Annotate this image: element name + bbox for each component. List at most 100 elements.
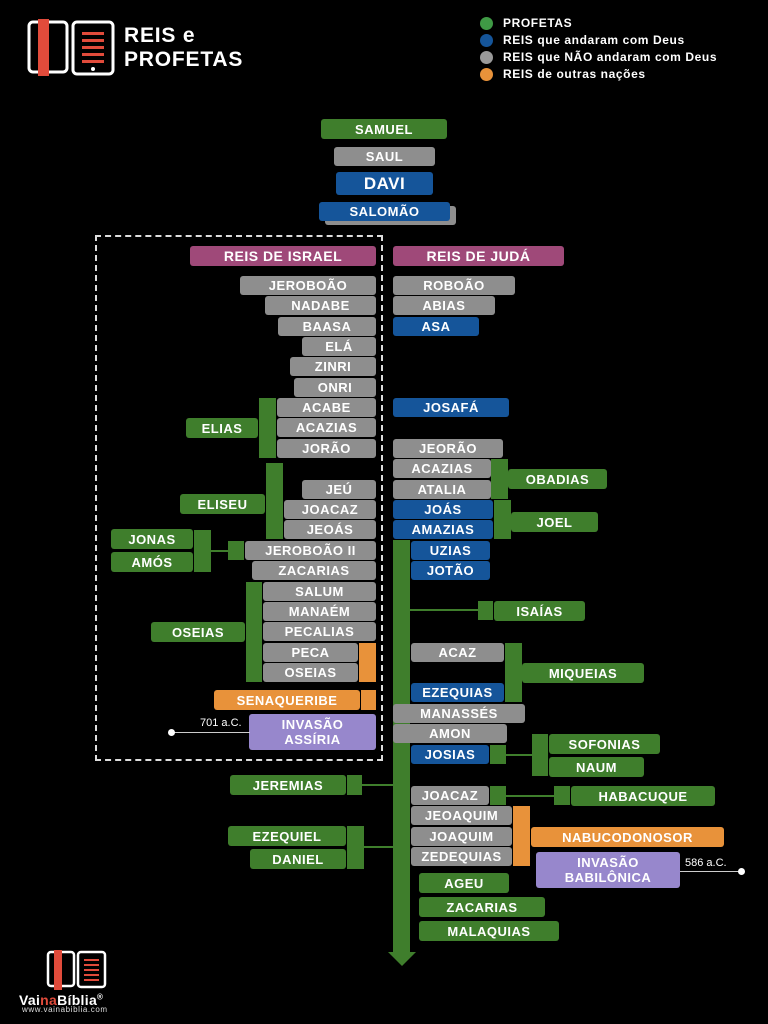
israel-acabe: ACABE	[277, 398, 376, 417]
juda-atalia: ATALIA	[393, 480, 491, 499]
israel-jeu: JEÚ	[302, 480, 376, 499]
juda-amon: AMON	[393, 724, 507, 743]
jeremias-tab	[347, 775, 362, 795]
brand-part-c: Bíblia	[57, 992, 98, 1008]
sofonias-naum-bracket	[532, 734, 548, 776]
legend-dot-blue-icon	[480, 33, 493, 47]
juda-josafa: JOSAFÁ	[393, 398, 509, 417]
jonas-amos-bracket	[194, 530, 211, 572]
jeremias-connector	[362, 784, 394, 786]
prophet-samuel: SAMUEL	[321, 119, 447, 139]
legend-label: REIS de outras nações	[503, 67, 646, 81]
assyria-orange-bar	[359, 643, 376, 682]
date-586-dot-icon	[738, 868, 745, 875]
legend-prophets: PROFETAS	[480, 16, 572, 30]
brand-part-b: na	[40, 992, 58, 1008]
juda-acaz: ACAZ	[411, 643, 504, 662]
israel-acazias: ACAZIAS	[277, 418, 376, 437]
israel-nadabe: NADABE	[265, 296, 376, 315]
juda-joas: JOÁS	[393, 500, 493, 519]
israel-frame	[95, 235, 383, 761]
legend-dot-orange-icon	[480, 67, 493, 81]
prophet-habacuque: HABACUQUE	[571, 786, 715, 806]
invasion-babilonica-line1: INVASÃO	[577, 855, 639, 870]
invasion-babilonica: INVASÃO BABILÔNICA	[536, 852, 680, 888]
juda-uzias: UZIAS	[411, 541, 490, 560]
footer-url: www.vainabiblia.com	[22, 1005, 108, 1014]
elias-bracket	[259, 398, 276, 458]
juda-asa: ASA	[393, 317, 479, 336]
prophet-daniel: DANIEL	[250, 849, 346, 869]
page-title-line2: PROFETAS	[124, 48, 244, 71]
juda-timeline-bar	[393, 540, 410, 955]
israel-manaem: MANAÉM	[263, 602, 376, 621]
prophet-zacarias: ZACARIAS	[419, 897, 545, 917]
juda-ezequias: EZEQUIAS	[411, 683, 504, 702]
invasion-babilonica-line2: BABILÔNICA	[564, 870, 652, 885]
prophet-obadias: OBADIAS	[508, 469, 607, 489]
prophet-ageu: AGEU	[419, 873, 509, 893]
israel-zinri: ZINRI	[290, 357, 376, 376]
prophet-jonas: JONAS	[111, 529, 193, 549]
juda-roboao: ROBOÃO	[393, 276, 515, 295]
date-586-line	[680, 871, 742, 872]
date-586: 586 a.C.	[685, 857, 727, 869]
prophet-eliseu: ELISEU	[180, 494, 265, 514]
prophet-elias: ELIAS	[186, 418, 258, 438]
legend-dot-green-icon	[480, 16, 493, 30]
foreign-nabucodonosor: NABUCODONOSOR	[531, 827, 724, 847]
joacaz-tab	[490, 786, 506, 805]
footer-brand: VainaBíblia®	[19, 992, 103, 1008]
juda-josias: JOSIAS	[411, 745, 489, 764]
brand-reg: ®	[97, 992, 104, 1002]
israel-jeoas: JEOÁS	[284, 520, 376, 539]
isaias-tab	[478, 601, 493, 620]
israel-zacarias: ZACARIAS	[252, 561, 376, 580]
ezequiel-daniel-bracket	[347, 826, 364, 869]
israel-baasa: BAASA	[278, 317, 376, 336]
prophet-oseias: OSEIAS	[151, 622, 245, 642]
juda-zedequias: ZEDEQUIAS	[411, 847, 512, 866]
header-israel: REIS DE ISRAEL	[190, 246, 376, 266]
juda-manasses: MANASSÉS	[393, 704, 525, 723]
legend-label: REIS que andaram com Deus	[503, 33, 685, 47]
ezequiel-daniel-connector	[363, 846, 394, 848]
habacuque-connector	[505, 795, 554, 797]
juda-jotao: JOTÃO	[411, 561, 490, 580]
prophet-naum: NAUM	[549, 757, 644, 777]
babylon-orange-bracket	[513, 806, 530, 866]
legend-label: PROFETAS	[503, 16, 573, 30]
prophet-isaias: ISAÍAS	[494, 601, 585, 621]
israel-salum: SALUM	[263, 582, 376, 601]
date-701-line	[172, 732, 250, 733]
israel-joacaz: JOACAZ	[284, 500, 376, 519]
king-davi: DAVI	[336, 172, 433, 195]
juda-joaquim: JOAQUIM	[411, 827, 512, 846]
israel-jorao: JORÃO	[277, 439, 376, 458]
footer-logo-icon	[46, 950, 108, 990]
oseias-bracket	[246, 582, 262, 682]
juda-abias: ABIAS	[393, 296, 495, 315]
senaqueribe-tab	[361, 690, 376, 710]
king-salomao: SALOMÃO	[319, 202, 450, 221]
foreign-senaqueribe: SENAQUERIBE	[214, 690, 360, 710]
habacuque-tab	[554, 786, 570, 805]
prophet-ezequiel: EZEQUIEL	[228, 826, 346, 846]
israel-ela: ELÁ	[302, 337, 376, 356]
prophet-joel: JOEL	[511, 512, 598, 532]
miqueias-bracket	[505, 643, 522, 702]
israel-jeroboao-ii: JEROBOÃO II	[245, 541, 376, 560]
timeline-arrow-icon	[388, 952, 416, 966]
israel-pecalias: PECALIAS	[263, 622, 376, 641]
prophet-sofonias: SOFONIAS	[549, 734, 660, 754]
josias-connector	[505, 754, 533, 756]
josias-tab	[490, 745, 506, 764]
juda-jeorao: JEORÃO	[393, 439, 503, 458]
page-title: REIS e PROFETAS	[124, 24, 243, 72]
joel-bracket	[494, 500, 511, 539]
prophet-malaquias: MALAQUIAS	[419, 921, 559, 941]
prophet-miqueias: MIQUEIAS	[522, 663, 644, 683]
juda-acazias: ACAZIAS	[393, 459, 491, 478]
legend-bad-kings: REIS que NÃO andaram com Deus	[480, 50, 717, 64]
jonas-amos-connector	[210, 550, 228, 552]
